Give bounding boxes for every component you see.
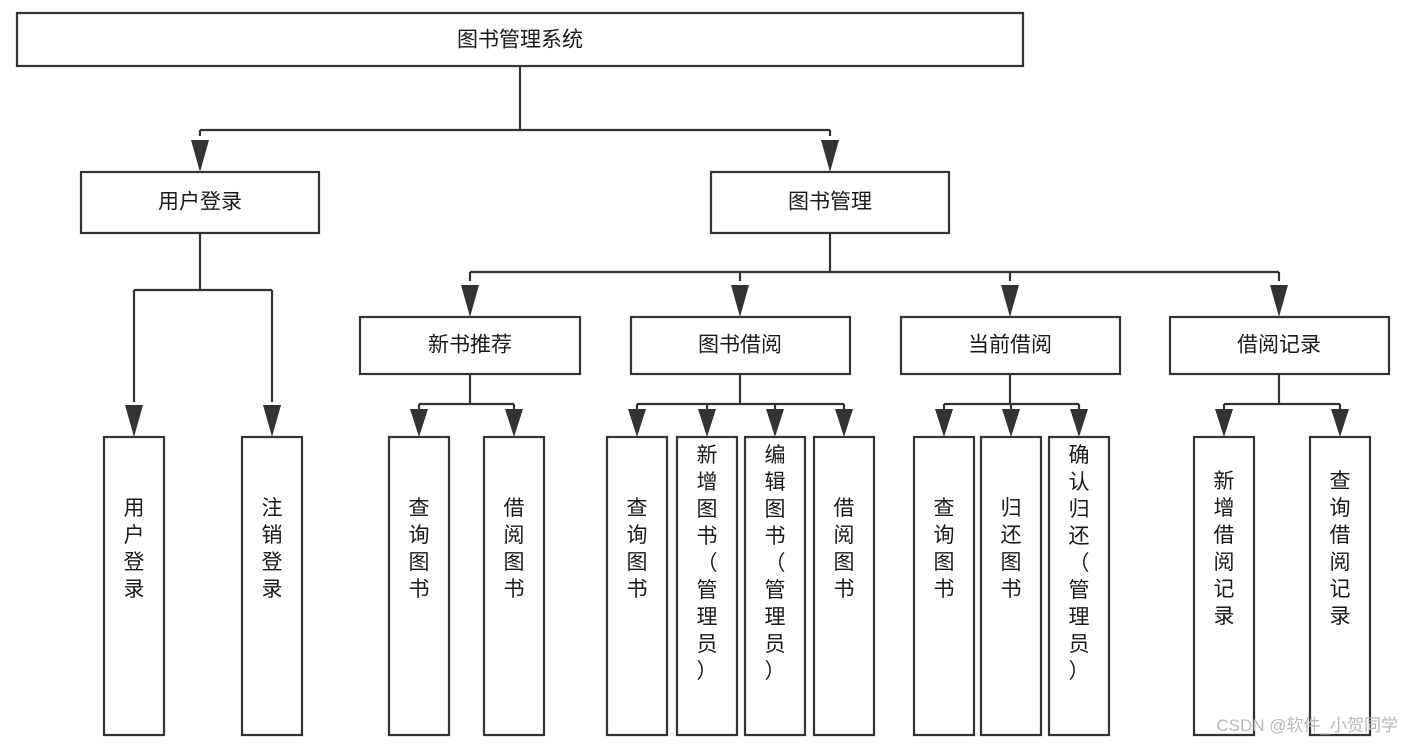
leaf-add-book-admin-label: 新增图书（管理员） <box>697 444 718 683</box>
node-new-book-recommend-box <box>358 315 582 376</box>
node-borrow-record-label: 借阅记录 <box>1237 334 1321 357</box>
arrowhead-icon <box>628 409 646 437</box>
arrowhead-icon <box>1331 409 1349 437</box>
arrowhead-icon <box>191 140 209 172</box>
arrowhead-icon <box>766 409 784 437</box>
node-root-system[interactable]: 图书管理系统 <box>15 11 1025 68</box>
leaf-logout[interactable]: 注销登录 <box>240 435 304 737</box>
arrowhead-icon <box>935 409 953 437</box>
leaf-edit-book-admin-box <box>743 435 807 737</box>
node-borrow-record[interactable]: 借阅记录 <box>1168 315 1391 376</box>
node-new-book-recommend[interactable]: 新书推荐 <box>358 315 582 376</box>
leaf-query-borrow-record-box <box>1308 435 1372 737</box>
leaf-query-book-borrow[interactable]: 查询图书 <box>605 435 669 737</box>
leaf-query-book-current-box <box>912 435 976 737</box>
node-user-login-label: 用户登录 <box>158 191 242 214</box>
leaf-query-book-current[interactable]: 查询图书 <box>912 435 976 737</box>
node-book-borrow-label: 图书借阅 <box>698 334 782 357</box>
node-current-borrow-label: 当前借阅 <box>968 334 1052 357</box>
arrowhead-icon <box>731 285 749 317</box>
csdn-watermark: CSDN @软件_小贺同学 <box>1216 716 1398 735</box>
leaf-return-book-label: 归还图书 <box>1001 497 1022 601</box>
arrowhead-icon <box>1002 409 1020 437</box>
node-book-borrow-box <box>629 315 852 376</box>
leaf-user-login-label: 用户登录 <box>124 497 145 601</box>
arrowhead-icon <box>1215 409 1233 437</box>
node-new-book-recommend-label: 新书推荐 <box>428 334 512 357</box>
leaf-add-borrow-record-box <box>1192 435 1256 737</box>
leaf-borrow-book-borrow-box <box>812 435 876 737</box>
leaf-query-book-newbook[interactable]: 查询图书 <box>387 435 451 737</box>
leaf-user-login[interactable]: 用户登录 <box>102 435 166 737</box>
node-root-box <box>15 11 1025 68</box>
leaf-query-book-newbook-box <box>387 435 451 737</box>
arrowhead-icon <box>1270 285 1288 317</box>
leaf-confirm-return-admin-box <box>1047 435 1111 737</box>
leaf-borrow-book-borrow[interactable]: 借阅图书 <box>812 435 876 737</box>
leaf-add-borrow-record[interactable]: 新增借阅记录 <box>1192 435 1256 737</box>
leaf-query-book-borrow-box <box>605 435 669 737</box>
leaf-borrow-book-newbook-box <box>482 435 546 737</box>
node-book-borrow[interactable]: 图书借阅 <box>629 315 852 376</box>
arrowhead-icon <box>698 409 716 437</box>
node-current-borrow-box <box>899 315 1122 376</box>
leaf-borrow-book-newbook-label: 借阅图书 <box>504 497 525 601</box>
leaf-confirm-return-admin[interactable]: 确认归还（管理员） <box>1047 435 1111 737</box>
leaf-edit-book-admin[interactable]: 编辑图书（管理员） <box>743 435 807 737</box>
node-book-management[interactable]: 图书管理 <box>709 170 951 235</box>
leaf-add-book-admin[interactable]: 新增图书（管理员） <box>675 435 739 737</box>
arrowhead-icon <box>410 409 428 437</box>
node-book-management-label: 图书管理 <box>788 191 872 214</box>
leaf-logout-box <box>240 435 304 737</box>
leaf-query-book-borrow-label: 查询图书 <box>627 497 648 601</box>
arrowhead-icon <box>1001 285 1019 317</box>
leaf-add-book-admin-box <box>675 435 739 737</box>
leaf-query-book-current-label: 查询图书 <box>934 497 955 601</box>
leaf-query-borrow-record[interactable]: 查询借阅记录 <box>1308 435 1372 737</box>
leaf-return-book-box <box>979 435 1043 737</box>
node-user-login-box <box>79 170 321 235</box>
arrowhead-icon <box>1070 409 1088 437</box>
node-root-label: 图书管理系统 <box>457 29 583 52</box>
arrowhead-icon <box>821 140 839 172</box>
leaf-logout-label: 注销登录 <box>262 497 283 601</box>
leaf-confirm-return-admin-label: 确认归还（管理员） <box>1069 444 1090 683</box>
node-user-login[interactable]: 用户登录 <box>79 170 321 235</box>
leaf-query-borrow-record-label: 查询借阅记录 <box>1330 470 1351 628</box>
leaf-user-login-box <box>102 435 166 737</box>
leaf-borrow-book-borrow-label: 借阅图书 <box>834 497 855 601</box>
arrowhead-icon <box>835 409 853 437</box>
node-borrow-record-box <box>1168 315 1391 376</box>
leaf-query-book-newbook-label: 查询图书 <box>409 497 430 601</box>
node-current-borrow[interactable]: 当前借阅 <box>899 315 1122 376</box>
leaf-add-borrow-record-label: 新增借阅记录 <box>1214 470 1235 628</box>
arrowhead-layer <box>125 140 1349 437</box>
leaf-return-book[interactable]: 归还图书 <box>979 435 1043 737</box>
arrowhead-icon <box>461 285 479 317</box>
node-book-management-box <box>709 170 951 235</box>
arrowhead-icon <box>125 405 143 437</box>
arrowhead-icon <box>505 409 523 437</box>
arrowhead-icon <box>263 405 281 437</box>
leaf-borrow-book-newbook[interactable]: 借阅图书 <box>482 435 546 737</box>
leaf-edit-book-admin-label: 编辑图书（管理员） <box>765 444 786 683</box>
